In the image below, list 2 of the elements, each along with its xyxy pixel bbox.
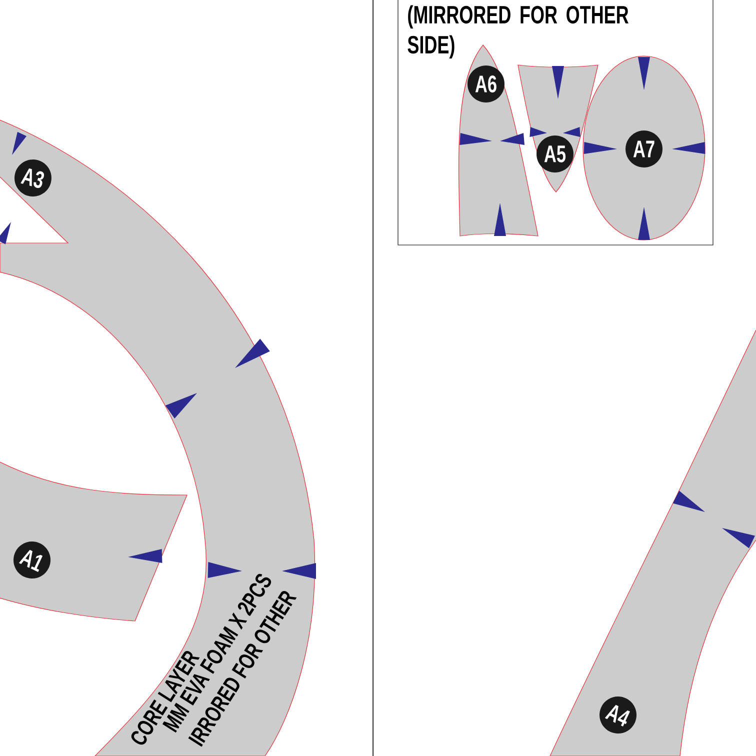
pattern-piece: A6 (458, 44, 538, 236)
pattern-piece: A4 (550, 330, 756, 756)
